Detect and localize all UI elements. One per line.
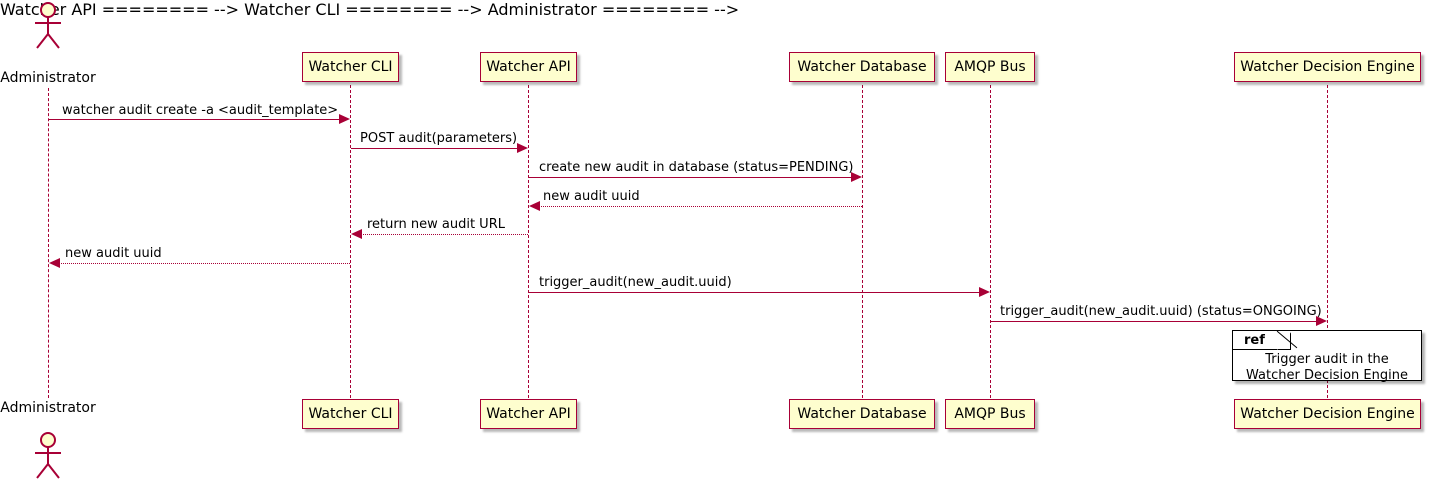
actor-administrator-bottom-label: Administrator	[0, 400, 96, 416]
participant-amqp-bus-top-label: AMQP Bus	[954, 59, 1026, 75]
participant-watcher-api-bottom[interactable]: Watcher API	[480, 399, 577, 429]
message-label-4: new audit uuid	[543, 189, 640, 204]
ref-fragment-line-1: Trigger audit in the	[1265, 352, 1389, 367]
ref-fragment-body: Trigger audit in the Watcher Decision En…	[1233, 352, 1421, 384]
message-arrowhead-1	[339, 114, 350, 124]
message-arrowhead-5	[351, 229, 362, 239]
message-label-7: trigger_audit(new_audit.uuid)	[539, 275, 732, 290]
participant-watcher-decision-engine-top-label: Watcher Decision Engine	[1240, 59, 1415, 75]
participant-amqp-bus-bottom[interactable]: AMQP Bus	[945, 399, 1035, 429]
message-arrowhead-3	[851, 172, 862, 182]
message-line-5	[361, 234, 528, 235]
lifeline-watcher-cli	[350, 85, 351, 398]
message-arrowhead-4	[529, 201, 540, 211]
participant-watcher-cli-top[interactable]: Watcher CLI	[302, 52, 399, 82]
message-arrowhead-6	[49, 258, 60, 268]
participant-watcher-database-top-label: Watcher Database	[797, 59, 927, 75]
message-line-7	[529, 292, 980, 293]
lifeline-watcher-api	[528, 85, 529, 398]
message-label-8: trigger_audit(new_audit.uuid) (status=ON…	[1000, 304, 1322, 319]
participant-watcher-cli-bottom-label: Watcher CLI	[308, 406, 393, 422]
participant-watcher-decision-engine-bottom[interactable]: Watcher Decision Engine	[1234, 399, 1421, 429]
lifeline-watcher-decision-engine	[1327, 85, 1328, 398]
message-line-3	[529, 177, 852, 178]
message-arrowhead-8	[1316, 316, 1327, 326]
message-label-5: return new audit URL	[367, 217, 505, 232]
ref-fragment-keyword: ref	[1244, 333, 1265, 348]
participant-watcher-decision-engine-top[interactable]: Watcher Decision Engine	[1234, 52, 1421, 82]
participant-watcher-api-top-label: Watcher API	[486, 59, 571, 75]
participant-watcher-database-top[interactable]: Watcher Database	[789, 52, 935, 82]
ref-fragment-line-2: Watcher Decision Engine	[1246, 368, 1408, 383]
participant-amqp-bus-bottom-label: AMQP Bus	[954, 406, 1026, 422]
message-line-1	[49, 119, 340, 120]
participant-watcher-cli-bottom[interactable]: Watcher CLI	[302, 399, 399, 429]
ref-fragment-tab-diagonal	[1276, 330, 1298, 352]
message-label-2: POST audit(parameters)	[360, 131, 518, 146]
participant-watcher-database-bottom-label: Watcher Database	[797, 406, 927, 422]
message-label-1: watcher audit create -a <audit_template>	[62, 103, 339, 118]
participant-watcher-cli-top-label: Watcher CLI	[308, 59, 393, 75]
actor-administrator-bottom-figure	[35, 432, 61, 479]
participant-amqp-bus-top[interactable]: AMQP Bus	[945, 52, 1035, 82]
message-label-6: new audit uuid	[65, 246, 162, 261]
ref-fragment[interactable]: ref Trigger audit in the Watcher Decisio…	[1232, 330, 1422, 384]
actor-administrator-top-label: Administrator	[0, 70, 96, 86]
message-line-8	[991, 321, 1317, 322]
participant-watcher-api-top[interactable]: Watcher API	[480, 52, 577, 82]
participant-watcher-api-bottom-label: Watcher API	[486, 406, 571, 422]
message-line-6	[59, 263, 350, 264]
actor-administrator-top-figure	[35, 2, 61, 49]
lifeline-watcher-database	[862, 85, 863, 398]
message-arrowhead-7	[979, 287, 990, 297]
message-arrowhead-2	[517, 143, 528, 153]
message-line-4	[539, 206, 862, 207]
message-label-3: create new audit in database (status=PEN…	[539, 160, 854, 175]
message-line-2	[351, 148, 518, 149]
participant-watcher-database-bottom[interactable]: Watcher Database	[789, 399, 935, 429]
lifeline-amqp-bus	[990, 85, 991, 398]
lifeline-administrator	[48, 88, 49, 398]
participant-watcher-decision-engine-bottom-label: Watcher Decision Engine	[1240, 406, 1415, 422]
